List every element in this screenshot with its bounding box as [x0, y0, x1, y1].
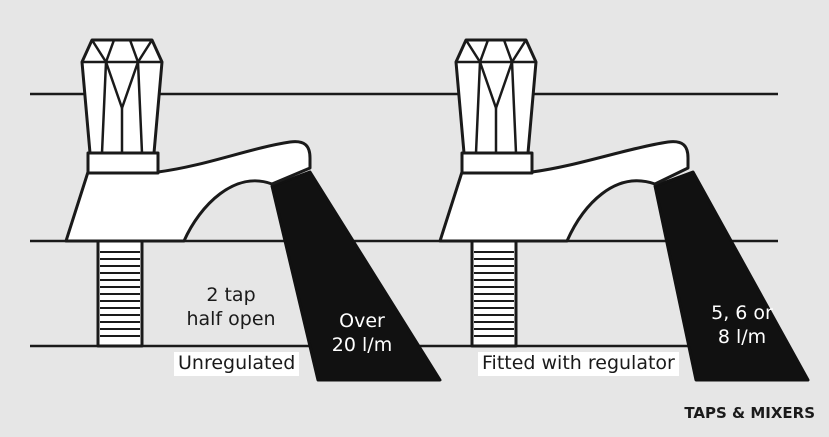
water-stream-left: [270, 170, 442, 382]
caption-unregulated: Unregulated: [174, 352, 300, 376]
tap-unregulated: [64, 38, 442, 382]
tap-body-left: [64, 140, 312, 243]
caption-regulated: Fitted with regulator: [478, 352, 679, 376]
section-tag: TAPS & MIXERS: [684, 404, 815, 422]
flow-rate-regulated-line2: 8 l/m: [717, 325, 767, 348]
tap-collar-left: [86, 151, 160, 175]
tap-regulated: [438, 38, 810, 382]
tap-usage-note-line2: half open: [186, 307, 276, 330]
flow-rate-regulated: 5, 6 or 8 l/m: [702, 302, 782, 350]
flow-rate-unregulated-line2: 20 l/m: [331, 333, 393, 356]
water-stream-right: [653, 170, 810, 382]
flow-rate-unregulated: Over 20 l/m: [320, 310, 404, 358]
flow-rate-unregulated-line1: Over: [339, 310, 385, 332]
tap-collar-right: [460, 151, 534, 175]
tap-usage-note: 2 tap half open: [186, 284, 276, 332]
tap-body-right: [438, 140, 690, 243]
flow-rate-regulated-line1: 5, 6 or: [711, 302, 773, 324]
tap-usage-note-line1: 2 tap: [206, 284, 256, 306]
